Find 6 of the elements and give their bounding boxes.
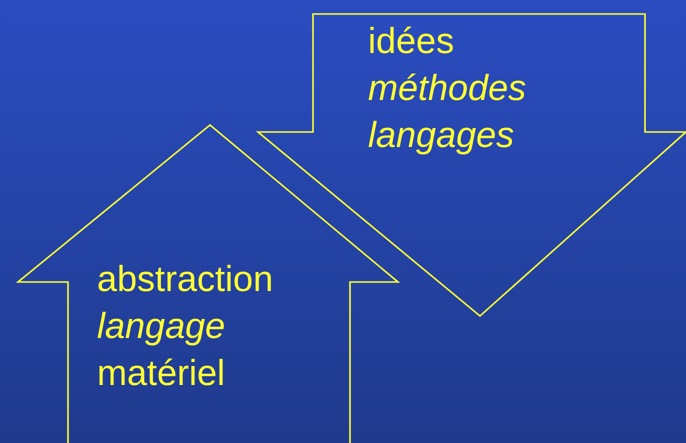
arrow-label: abstraction — [97, 258, 274, 300]
arrow-label: langage — [97, 305, 226, 347]
arrow-label: matériel — [97, 352, 226, 394]
arrow-label: méthodes — [368, 67, 526, 109]
arrow-label: idées — [368, 20, 454, 62]
arrow-label: langages — [368, 114, 514, 156]
